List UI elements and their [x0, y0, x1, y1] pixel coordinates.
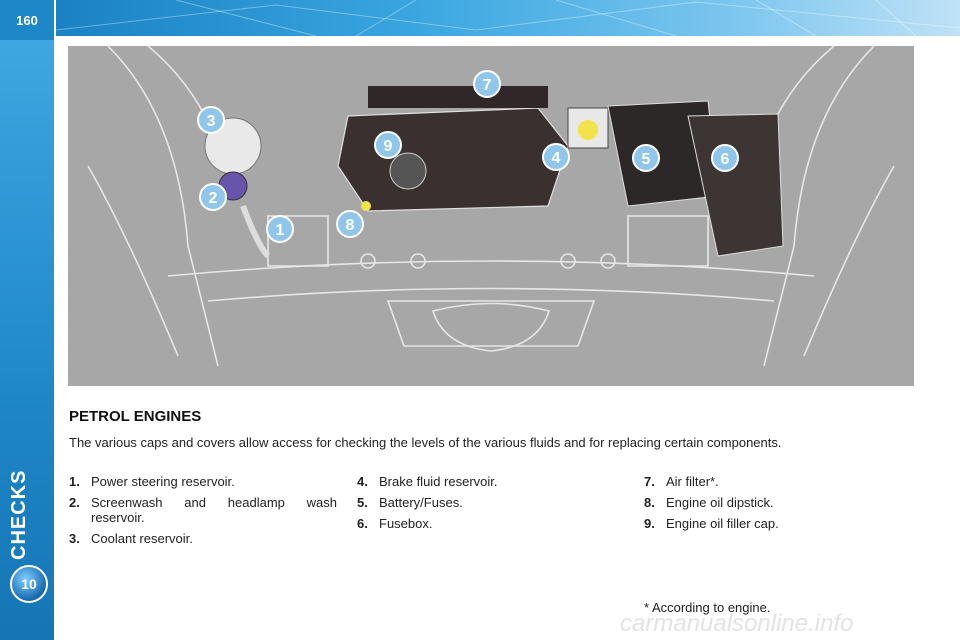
item-label: Battery/Fuses. [379, 495, 463, 510]
list-item: 9. Engine oil filler cap. [644, 516, 904, 531]
intro-paragraph: The various caps and covers allow access… [69, 435, 782, 450]
svg-text:5: 5 [642, 151, 651, 168]
item-label: Brake fluid reservoir. [379, 474, 498, 489]
list-item: 4. Brake fluid reservoir. [357, 474, 597, 489]
callout-list-column-1: 1. Power steering reservoir. 2. Screenwash… [69, 474, 337, 552]
callout-marker-6: 6 [711, 144, 739, 172]
list-item: 5. Battery/Fuses. [357, 495, 597, 510]
page-number: 160 [0, 0, 54, 40]
svg-text:2: 2 [209, 190, 218, 207]
item-label: Air filter*. [666, 474, 719, 489]
engine-bay-illustration: 1 2 3 4 5 6 7 8 9 [68, 45, 914, 386]
list-item: 2. Screenwash and headlamp wash reservoir… [69, 495, 337, 525]
svg-text:3: 3 [207, 113, 216, 130]
callout-marker-4: 4 [542, 143, 570, 171]
watermark: carmanualsonline.info [620, 610, 854, 637]
svg-text:6: 6 [721, 151, 730, 168]
list-item: 3. Coolant reservoir. [69, 531, 337, 546]
list-item: 7. Air filter*. [644, 474, 904, 489]
item-label: Power steering reservoir. [91, 474, 235, 489]
svg-text:8: 8 [346, 217, 355, 234]
item-number: 8. [644, 495, 655, 510]
svg-text:4: 4 [552, 150, 561, 167]
item-label: Engine oil filler cap. [666, 516, 779, 531]
svg-text:9: 9 [384, 138, 393, 155]
callout-marker-1: 1 [266, 215, 294, 243]
item-number: 7. [644, 474, 655, 489]
item-number: 9. [644, 516, 655, 531]
svg-text:1: 1 [276, 222, 285, 239]
item-number: 1. [69, 474, 80, 489]
chapter-badge: 10 [10, 565, 48, 603]
callout-list-column-2: 4. Brake fluid reservoir. 5. Battery/Fuses… [357, 474, 597, 537]
item-number: 6. [357, 516, 368, 531]
item-number: 4. [357, 474, 368, 489]
header-banner [56, 0, 960, 36]
footnote: * According to engine. [644, 600, 771, 615]
list-item: 6. Fusebox. [357, 516, 597, 531]
callout-marker-2: 2 [199, 183, 227, 211]
callout-marker-8: 8 [336, 210, 364, 238]
item-number: 5. [357, 495, 368, 510]
banner-pattern [56, 0, 960, 36]
list-item: 1. Power steering reservoir. [69, 474, 337, 489]
engine-bay-drawing: 1 2 3 4 5 6 7 8 9 [87, 45, 895, 367]
section-label: CHECKS [8, 469, 30, 560]
item-label: Engine oil dipstick. [666, 495, 774, 510]
svg-text:7: 7 [483, 77, 492, 94]
list-item: 8. Engine oil dipstick. [644, 495, 904, 510]
item-label: Coolant reservoir. [91, 531, 193, 546]
item-number: 3. [69, 531, 80, 546]
callout-marker-3: 3 [197, 106, 225, 134]
callout-marker-7: 7 [473, 70, 501, 98]
section-heading: PETROL ENGINES [69, 408, 202, 425]
item-label: Fusebox. [379, 516, 433, 531]
section-sidebar [0, 40, 54, 640]
callout-marker-9: 9 [374, 131, 402, 159]
item-number: 2. [69, 495, 80, 510]
callout-marker-5: 5 [632, 144, 660, 172]
callout-list-column-3: 7. Air filter*. 8. Engine oil dipstick. 9.… [644, 474, 904, 537]
item-label: Screenwash and headlamp wash reservoir. [91, 495, 337, 525]
